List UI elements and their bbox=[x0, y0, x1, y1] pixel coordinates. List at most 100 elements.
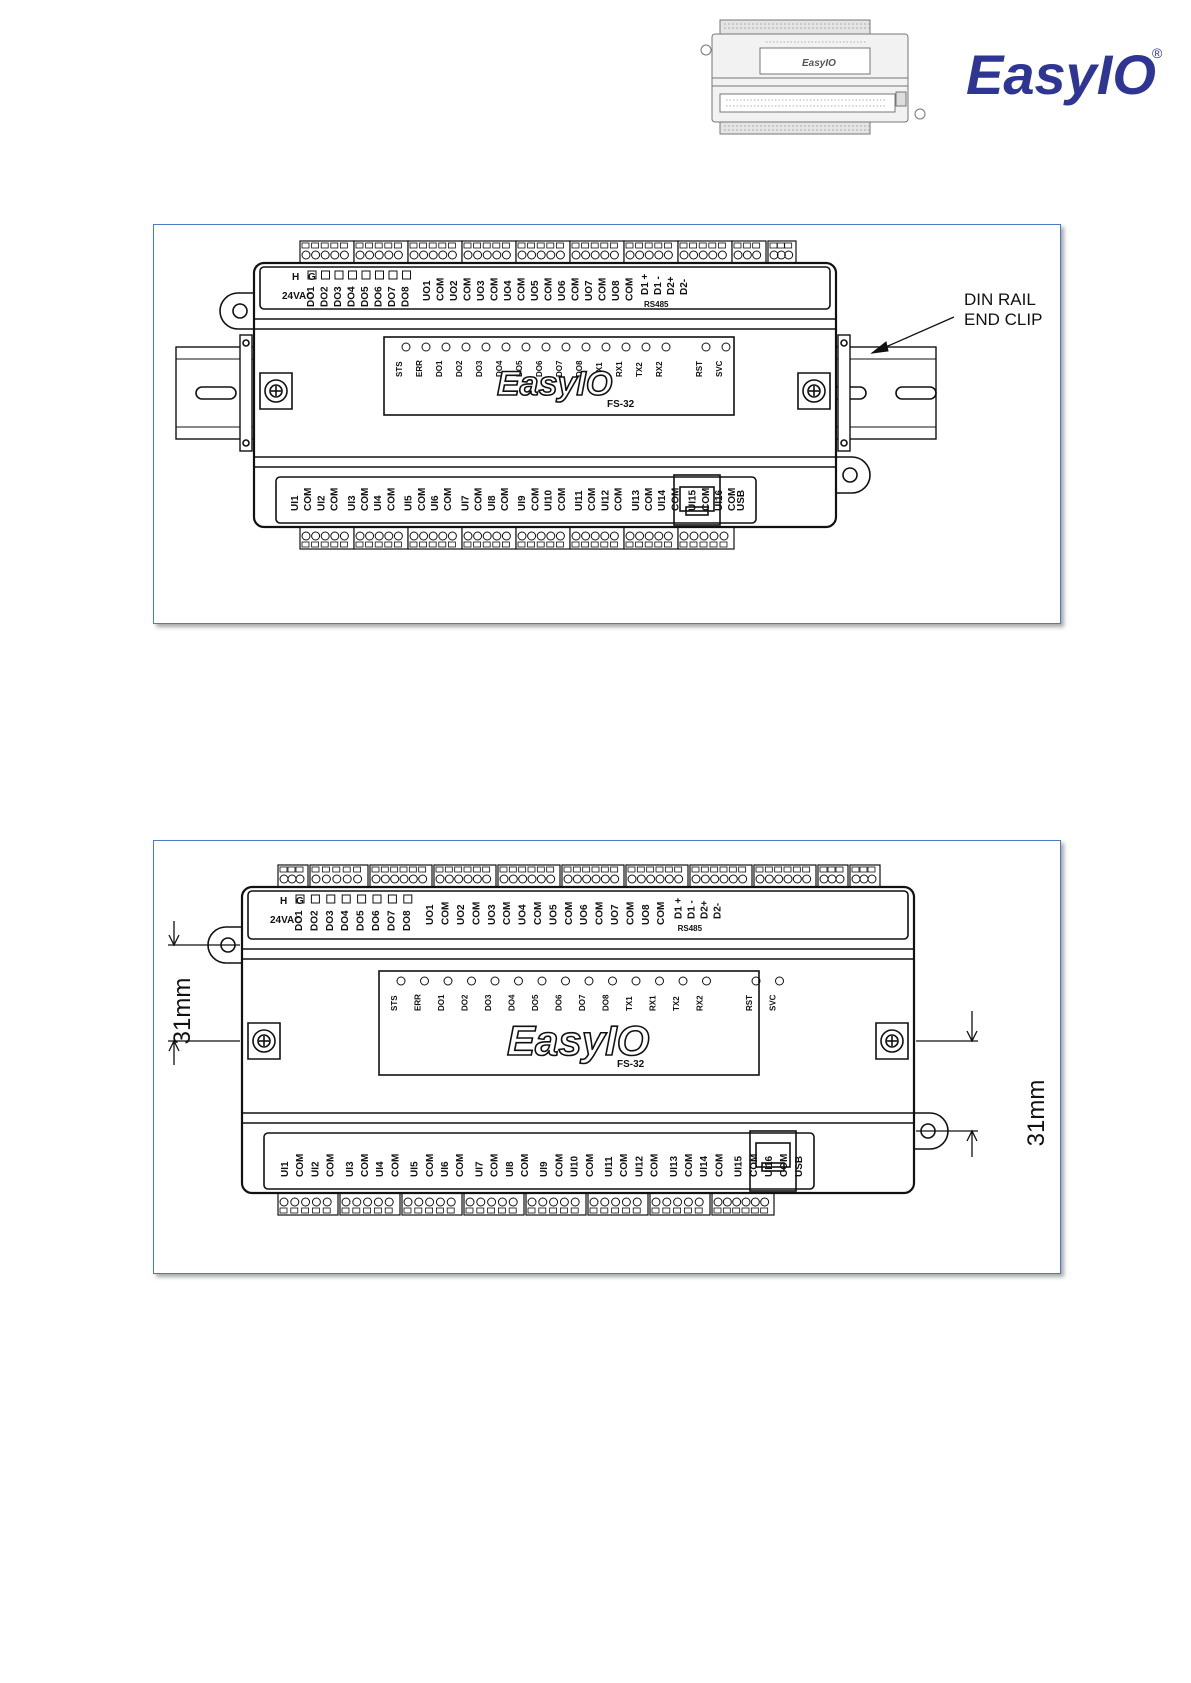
bottom-terminal-label: COM bbox=[330, 488, 341, 511]
rj45-port bbox=[749, 1130, 797, 1192]
led-label: DO8 bbox=[602, 994, 611, 1011]
bottom-terminal-label: UI5 bbox=[410, 1161, 421, 1177]
bottom-terminal-label: UI12 bbox=[600, 489, 611, 511]
led-label: DO8 bbox=[575, 360, 584, 377]
top-terminal-label: UO4 bbox=[503, 280, 514, 301]
power-terminal-h: H bbox=[292, 272, 299, 283]
device-model: FS-32 bbox=[617, 1059, 645, 1070]
screw-right bbox=[797, 372, 831, 410]
led-window bbox=[378, 970, 760, 1076]
rs485-terminal-label: D1 - bbox=[653, 276, 664, 295]
top-terminal-label: COM bbox=[598, 278, 609, 301]
top-terminal-label: COM bbox=[625, 278, 636, 301]
bottom-terminal-label: COM bbox=[360, 1154, 371, 1177]
do-indicator bbox=[375, 270, 384, 280]
led-indicator bbox=[584, 976, 594, 986]
bottom-terminal-label: UI9 bbox=[539, 1161, 550, 1177]
bottom-terminal-label: UI6 bbox=[440, 1161, 451, 1177]
led-label: TX2 bbox=[672, 996, 681, 1011]
led-indicator bbox=[561, 342, 571, 352]
led-label: RX2 bbox=[696, 995, 705, 1011]
power-terminal-g: G bbox=[296, 896, 304, 907]
top-terminal-label: DO1 bbox=[306, 286, 317, 307]
bottom-terminal-label: UI8 bbox=[487, 495, 498, 511]
top-terminal-label: COM bbox=[490, 278, 501, 301]
bottom-terminal-label: UI8 bbox=[505, 1161, 516, 1177]
do-indicator bbox=[388, 270, 398, 280]
do-indicator bbox=[321, 270, 330, 280]
do-indicator bbox=[348, 270, 357, 280]
do-indicator bbox=[334, 270, 344, 280]
led-label: DO2 bbox=[455, 360, 464, 377]
product-photo: EasyIO bbox=[700, 19, 926, 135]
bottom-terminal-label: UI11 bbox=[574, 490, 585, 511]
led-indicator bbox=[443, 976, 453, 986]
top-terminal-label: DO7 bbox=[387, 286, 398, 307]
bottom-terminal-label: COM bbox=[386, 488, 397, 511]
do-indicator bbox=[310, 894, 320, 904]
led-indicator bbox=[441, 342, 451, 352]
bottom-terminal-label: UI9 bbox=[517, 495, 528, 511]
top-terminal-label: UO7 bbox=[610, 904, 621, 925]
do-indicator bbox=[361, 270, 371, 280]
bottom-terminal-label: COM bbox=[557, 488, 568, 511]
rs485-terminal-label: D2+ bbox=[666, 276, 677, 295]
do-indicator bbox=[372, 894, 382, 904]
top-terminal-label: COM bbox=[441, 902, 452, 925]
rs485-label: RS485 bbox=[644, 300, 669, 309]
top-terminal-label: DO4 bbox=[340, 910, 351, 931]
bottom-terminal-label: COM bbox=[587, 488, 598, 511]
led-label: DO1 bbox=[437, 994, 446, 1011]
led-indicator bbox=[421, 342, 431, 352]
led-label: STS bbox=[390, 995, 399, 1011]
led-label: RX1 bbox=[649, 995, 658, 1011]
dimension-left bbox=[168, 921, 240, 1065]
top-terminal-label: UO8 bbox=[641, 904, 652, 925]
bottom-terminal-label: COM bbox=[684, 1154, 695, 1177]
bottom-terminal-label: UI13 bbox=[631, 489, 642, 511]
bottom-terminal-label: COM bbox=[670, 488, 681, 511]
rs485-terminal-label: D2- bbox=[713, 903, 724, 919]
power-terminal-h: H bbox=[280, 896, 287, 907]
do-indicator bbox=[387, 894, 397, 904]
power-terminal-g: G bbox=[308, 272, 316, 283]
bottom-terminal-label: UI4 bbox=[375, 1161, 386, 1177]
led-label: DO2 bbox=[461, 994, 470, 1011]
power-label: 24VAC bbox=[282, 291, 314, 302]
svg-text:EasyIO: EasyIO bbox=[966, 43, 1156, 106]
rs485-terminal-label: D1 - bbox=[687, 900, 698, 919]
top-terminal-label: COM bbox=[571, 278, 582, 301]
top-terminal-label: DO5 bbox=[356, 910, 367, 931]
bottom-terminal-label: UI1 bbox=[280, 1161, 291, 1177]
bottom-terminal-label: COM bbox=[425, 1154, 436, 1177]
top-terminal-label: DO4 bbox=[347, 286, 358, 307]
top-terminal-label: DO5 bbox=[360, 286, 371, 307]
screw-left bbox=[247, 1022, 281, 1060]
led-indicator bbox=[501, 342, 511, 352]
led-indicator bbox=[775, 976, 784, 986]
usb-label: USB bbox=[736, 490, 747, 511]
top-terminal-label: UO6 bbox=[557, 280, 568, 301]
led-label: RX1 bbox=[615, 361, 624, 377]
top-terminal-label: COM bbox=[544, 278, 555, 301]
device-body bbox=[240, 885, 916, 1195]
dimension-right bbox=[916, 1011, 978, 1157]
led-label: RST bbox=[695, 361, 704, 377]
top-terminal-label: COM bbox=[502, 902, 513, 925]
svg-text:EasyIO: EasyIO bbox=[802, 58, 836, 69]
bottom-terminal-label: UI7 bbox=[474, 1161, 485, 1177]
led-indicator bbox=[608, 976, 617, 986]
led-label: RX2 bbox=[655, 361, 664, 377]
top-terminal-label: DO8 bbox=[402, 910, 413, 931]
bottom-terminal-label: COM bbox=[490, 1154, 501, 1177]
top-terminal-label: DO1 bbox=[294, 910, 305, 931]
led-label: DO7 bbox=[578, 994, 587, 1011]
led-label: DO1 bbox=[435, 360, 444, 377]
bottom-terminal-label: COM bbox=[554, 1154, 565, 1177]
bottom-terminal-label: UI10 bbox=[544, 489, 555, 511]
bottom-terminal-label: UI15 bbox=[734, 1155, 745, 1177]
led-label: DO5 bbox=[531, 994, 540, 1011]
led-indicator bbox=[631, 976, 641, 986]
